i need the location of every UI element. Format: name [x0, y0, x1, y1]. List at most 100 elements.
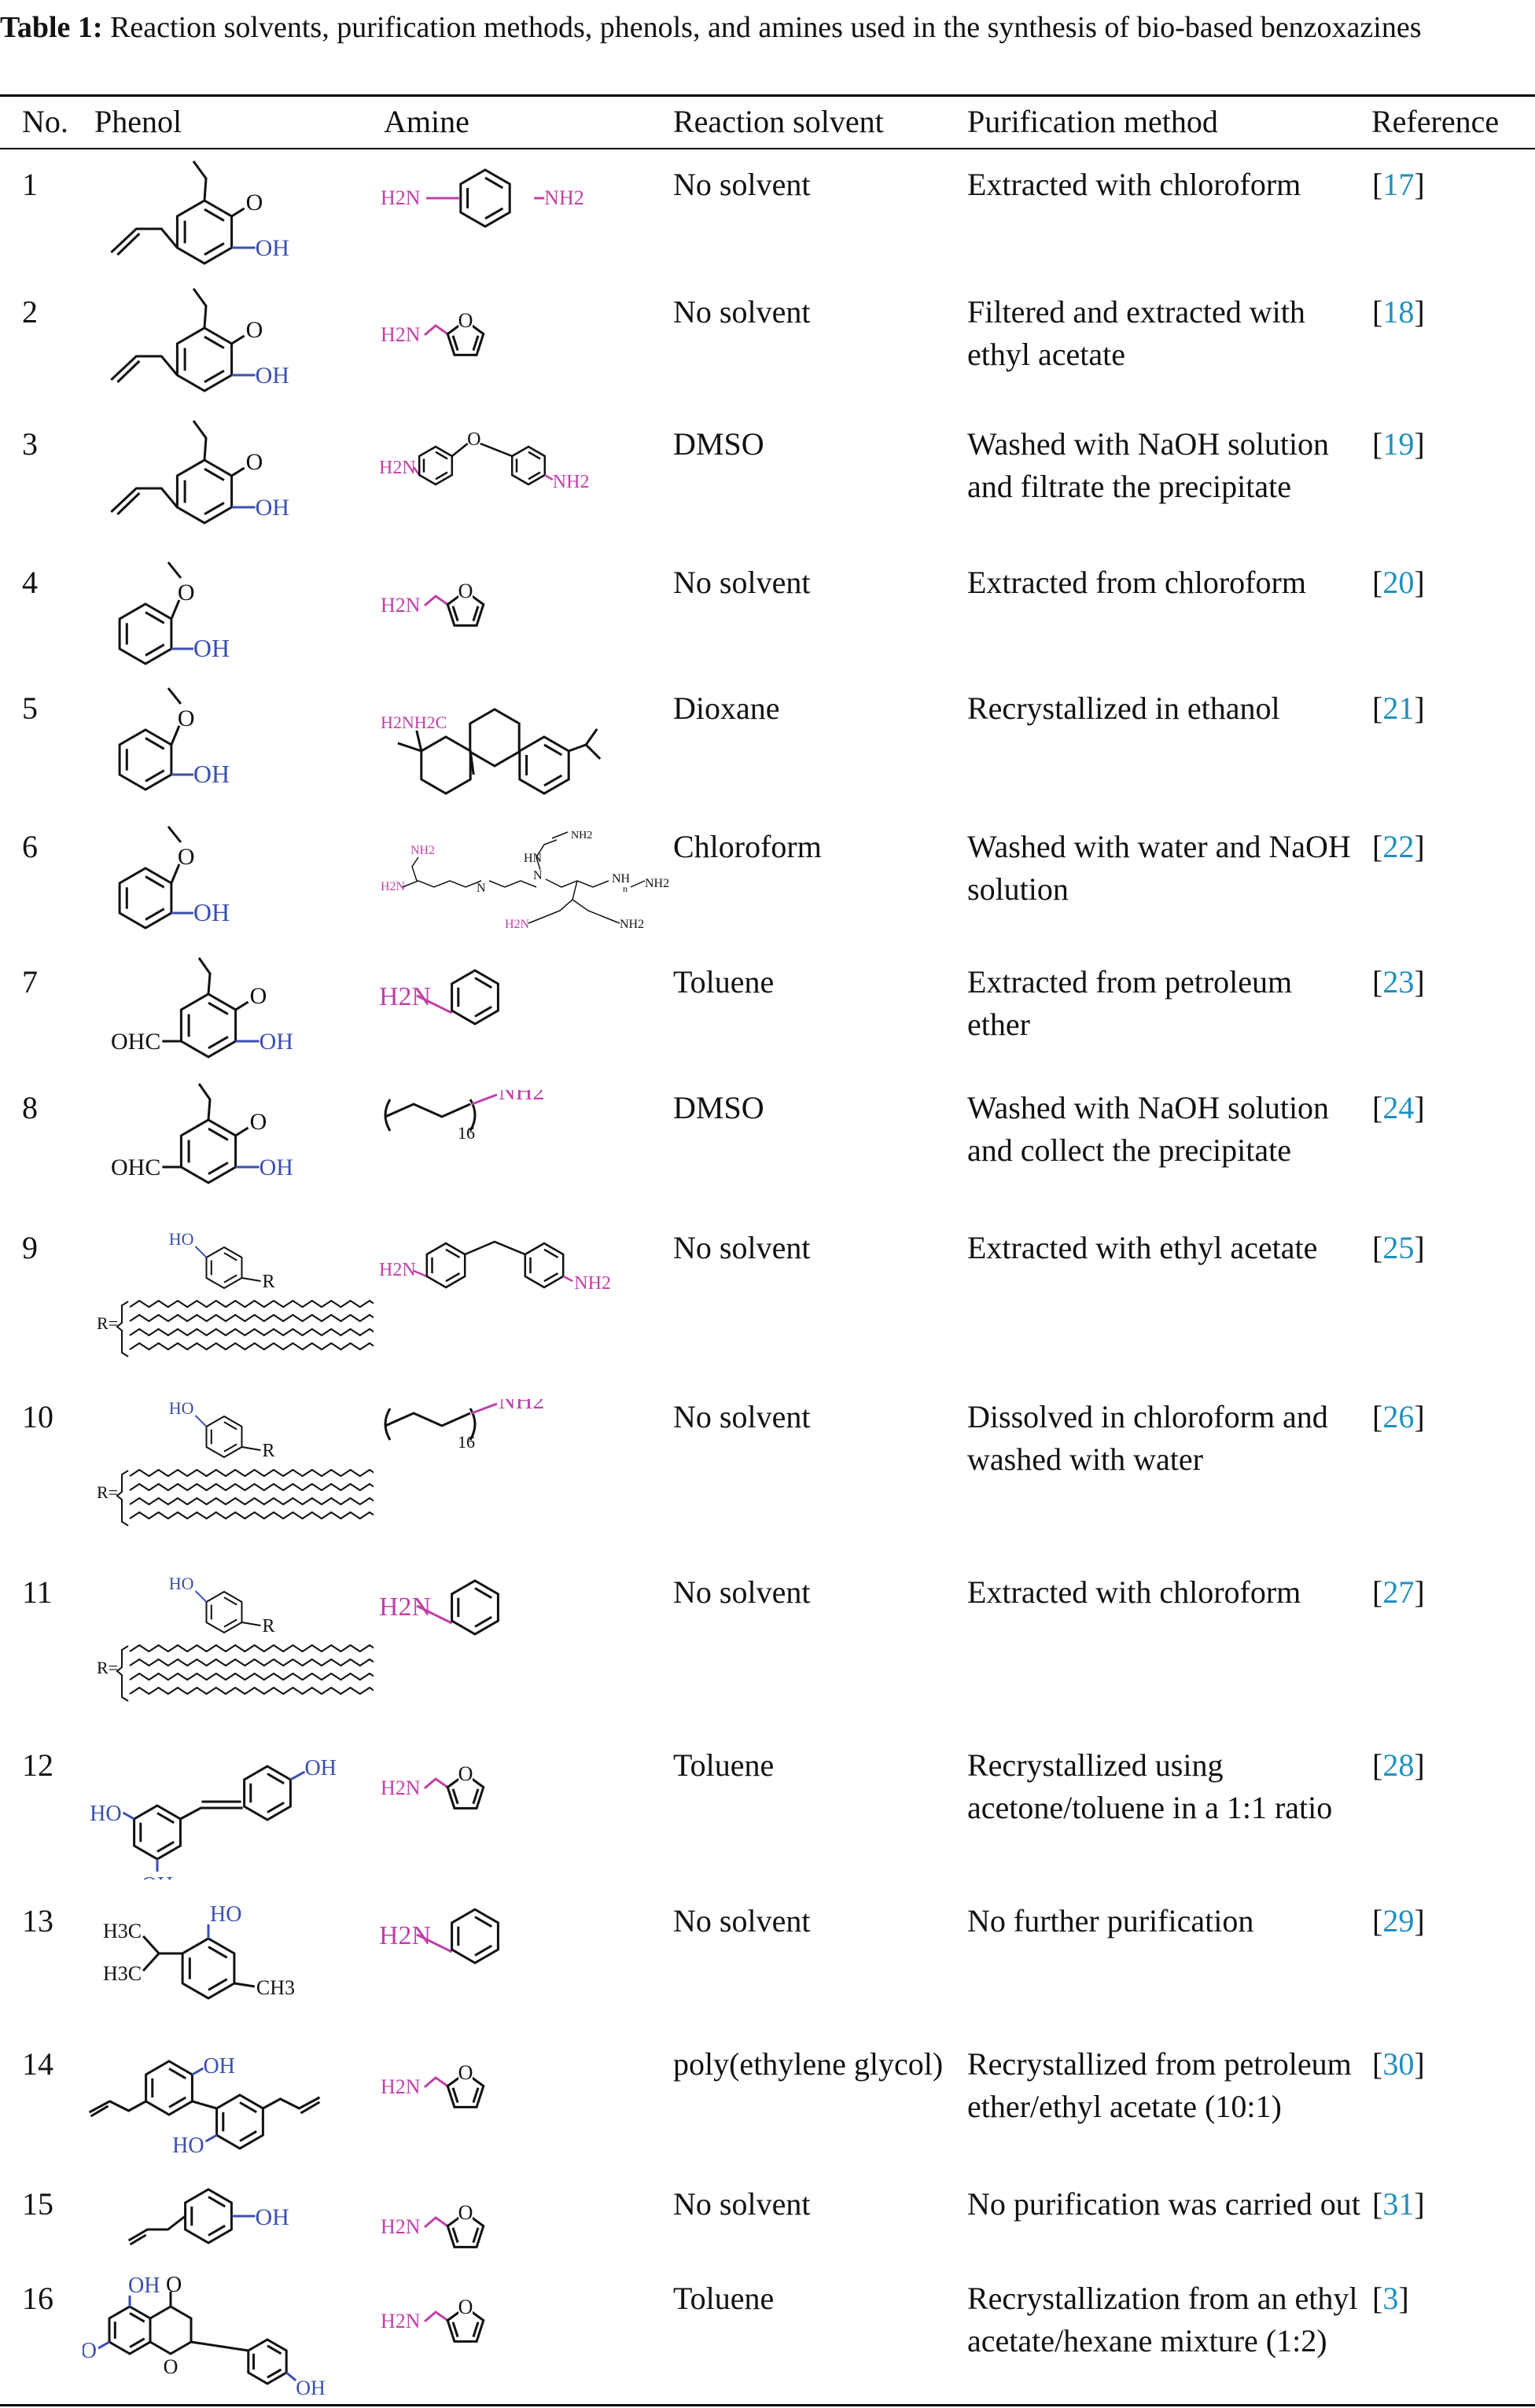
reference-cell: [3]	[1372, 2281, 1409, 2316]
reference-link[interactable]: 3	[1382, 2281, 1399, 2316]
purification-cell: Recrystallization from an ethyl acetate/…	[967, 2281, 1358, 2358]
chem-label: HO	[90, 1802, 121, 1826]
reference-link[interactable]: 17	[1382, 167, 1415, 202]
chem-label: H2N	[381, 2310, 421, 2333]
row-number: 3	[22, 426, 38, 462]
chem-label: OH	[304, 1756, 336, 1780]
purification-cell: Extracted with ethyl acetate	[967, 1230, 1318, 1265]
guaiacol-structure: OOH	[118, 687, 230, 791]
chem-label: O	[458, 2201, 473, 2224]
top-rule	[0, 94, 1535, 97]
reference-cell: [24]	[1372, 1090, 1425, 1125]
eugenol-structure: O OH	[110, 420, 289, 525]
eugenol-structure: OOH	[110, 288, 289, 392]
chem-label: O	[458, 580, 473, 602]
purification-cell: Extracted with chloroform	[967, 167, 1301, 202]
purification-cell: No purification was carried out	[967, 2186, 1360, 2222]
reference-link[interactable]: 24	[1382, 1090, 1415, 1125]
header-no: No.	[22, 104, 68, 139]
header-rule	[0, 148, 1535, 149]
chem-label: HO	[210, 1902, 241, 1927]
purification-cell: Dissolved in chloroform and washed with …	[967, 1399, 1328, 1477]
chem-label: NH2	[620, 918, 644, 931]
header-purification: Purification method	[967, 104, 1218, 139]
solvent-cell: No solvent	[673, 1903, 811, 1939]
solvent-cell: No solvent	[673, 565, 811, 600]
chem-label: H2N	[379, 458, 416, 478]
purification-cell: Washed with water and NaOH solution	[967, 829, 1351, 907]
purification-cell: Recrystallized using acetone/toluene in …	[967, 1747, 1333, 1825]
chem-label: H2N	[381, 2215, 421, 2238]
caption-label: Table 1:	[0, 11, 103, 44]
chem-label: O	[467, 429, 480, 450]
chem-label: H2N	[381, 2075, 421, 2098]
chem-label: CH3	[256, 1976, 295, 1999]
chem-label: OHC	[111, 1154, 160, 1180]
row-number: 1	[22, 167, 38, 202]
reference-link[interactable]: 27	[1382, 1574, 1415, 1610]
reference-link[interactable]: 19	[1382, 426, 1415, 462]
reference-link[interactable]: 23	[1382, 964, 1415, 1000]
reference-link[interactable]: 21	[1382, 690, 1415, 726]
chem-label: H2N	[381, 594, 421, 617]
reference-link[interactable]: 29	[1382, 1903, 1415, 1939]
solvent-cell: No solvent	[673, 2186, 811, 2222]
chem-label: H2N	[379, 1260, 416, 1280]
table-caption: Table 1: Reaction solvents, purification…	[0, 6, 1535, 49]
chem-label: OH	[260, 1154, 293, 1180]
furfurylamine-structure: H2N O	[381, 2201, 485, 2248]
chem-label: O	[166, 2273, 182, 2297]
chem-label: NH2	[410, 844, 435, 857]
amine-cell: H2N	[379, 964, 670, 1035]
reference-link[interactable]: 20	[1382, 565, 1415, 600]
reference-cell: [26]	[1372, 1399, 1425, 1434]
reference-link[interactable]: 28	[1382, 1747, 1415, 1783]
reference-cell: [30]	[1372, 2046, 1425, 2082]
row-number: 16	[22, 2281, 53, 2316]
chem-label: O	[246, 449, 263, 475]
row-number: 11	[22, 1574, 53, 1610]
chem-label: HN	[524, 852, 543, 865]
row-number: 5	[22, 690, 38, 726]
solvent-cell: No solvent	[673, 167, 811, 202]
chem-label: NH2	[499, 1399, 544, 1414]
phenol-cell: O OH	[83, 417, 374, 535]
amine-cell: H2N	[379, 1574, 670, 1645]
caption-text: Reaction solvents, purification methods,…	[102, 11, 1422, 44]
chem-label: OH	[256, 235, 289, 261]
chem-label: R	[263, 1616, 275, 1637]
solvent-cell: Toluene	[673, 964, 775, 1000]
chem-label: R=	[97, 1482, 118, 1502]
purification-cell: Washed with NaOH solution and filtrate t…	[967, 426, 1330, 504]
reference-link[interactable]: 18	[1382, 294, 1415, 330]
reference-link[interactable]: 31	[1382, 2186, 1415, 2222]
chem-label: O	[250, 983, 267, 1009]
solvent-cell: No solvent	[673, 1230, 811, 1265]
chem-label: OH	[142, 1873, 173, 1880]
solvent-cell: Toluene	[673, 2281, 775, 2316]
chem-label: OH	[256, 495, 289, 521]
furfurylamine-structure: H2N O	[381, 580, 485, 627]
table-header: No. Phenol Amine Reaction solvent Purifi…	[0, 98, 1535, 145]
reference-link[interactable]: 22	[1382, 829, 1415, 864]
row-number: 10	[22, 1399, 53, 1434]
reference-link[interactable]: 26	[1382, 1399, 1415, 1434]
guaiacol-structure: OOH	[118, 826, 230, 930]
reference-link[interactable]: 25	[1382, 1230, 1415, 1265]
solvent-cell: No solvent	[673, 1574, 811, 1610]
reference-link[interactable]: 30	[1382, 2046, 1415, 2082]
row-number: 7	[22, 964, 38, 1000]
